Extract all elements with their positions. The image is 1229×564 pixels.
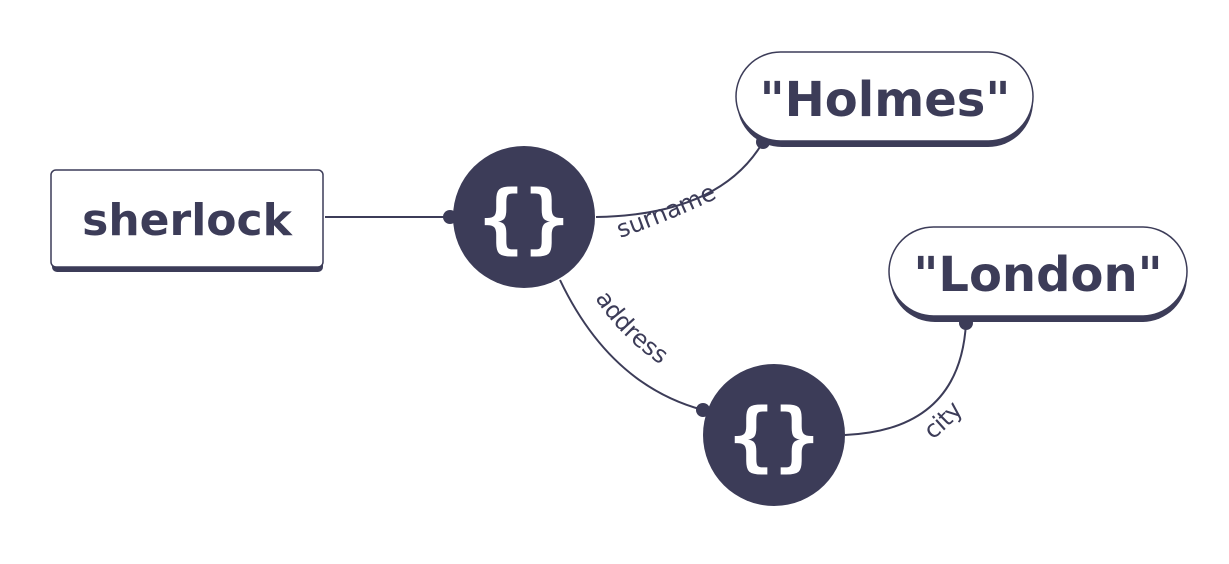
root-node-label: sherlock bbox=[82, 195, 293, 246]
value-node-city[interactable]: "London" bbox=[888, 226, 1188, 322]
edge-label-city: city bbox=[919, 396, 968, 445]
edge-surname bbox=[595, 141, 764, 218]
edge-label-address-text: address bbox=[590, 286, 673, 370]
edge-label-surname: surname bbox=[613, 178, 720, 244]
curly-braces-icon: {} bbox=[728, 391, 820, 480]
value-node-surname-label: "Holmes" bbox=[760, 72, 1011, 128]
curly-braces-icon: {} bbox=[478, 173, 570, 262]
object-node-2[interactable]: {} bbox=[703, 364, 845, 506]
object-node-1[interactable]: {} bbox=[453, 146, 595, 288]
edge-label-address: address bbox=[590, 286, 673, 370]
edge-label-city-text: city bbox=[919, 396, 968, 445]
object-node-circle bbox=[453, 146, 595, 288]
object-node-circle bbox=[703, 364, 845, 506]
value-node-surname[interactable]: "Holmes" bbox=[735, 51, 1034, 147]
value-node-city-label: "London" bbox=[913, 247, 1162, 303]
edge-address bbox=[559, 279, 704, 411]
root-node[interactable]: sherlock bbox=[50, 169, 324, 272]
edge-label-surname-text: surname bbox=[613, 178, 720, 244]
edge-city bbox=[844, 322, 967, 436]
